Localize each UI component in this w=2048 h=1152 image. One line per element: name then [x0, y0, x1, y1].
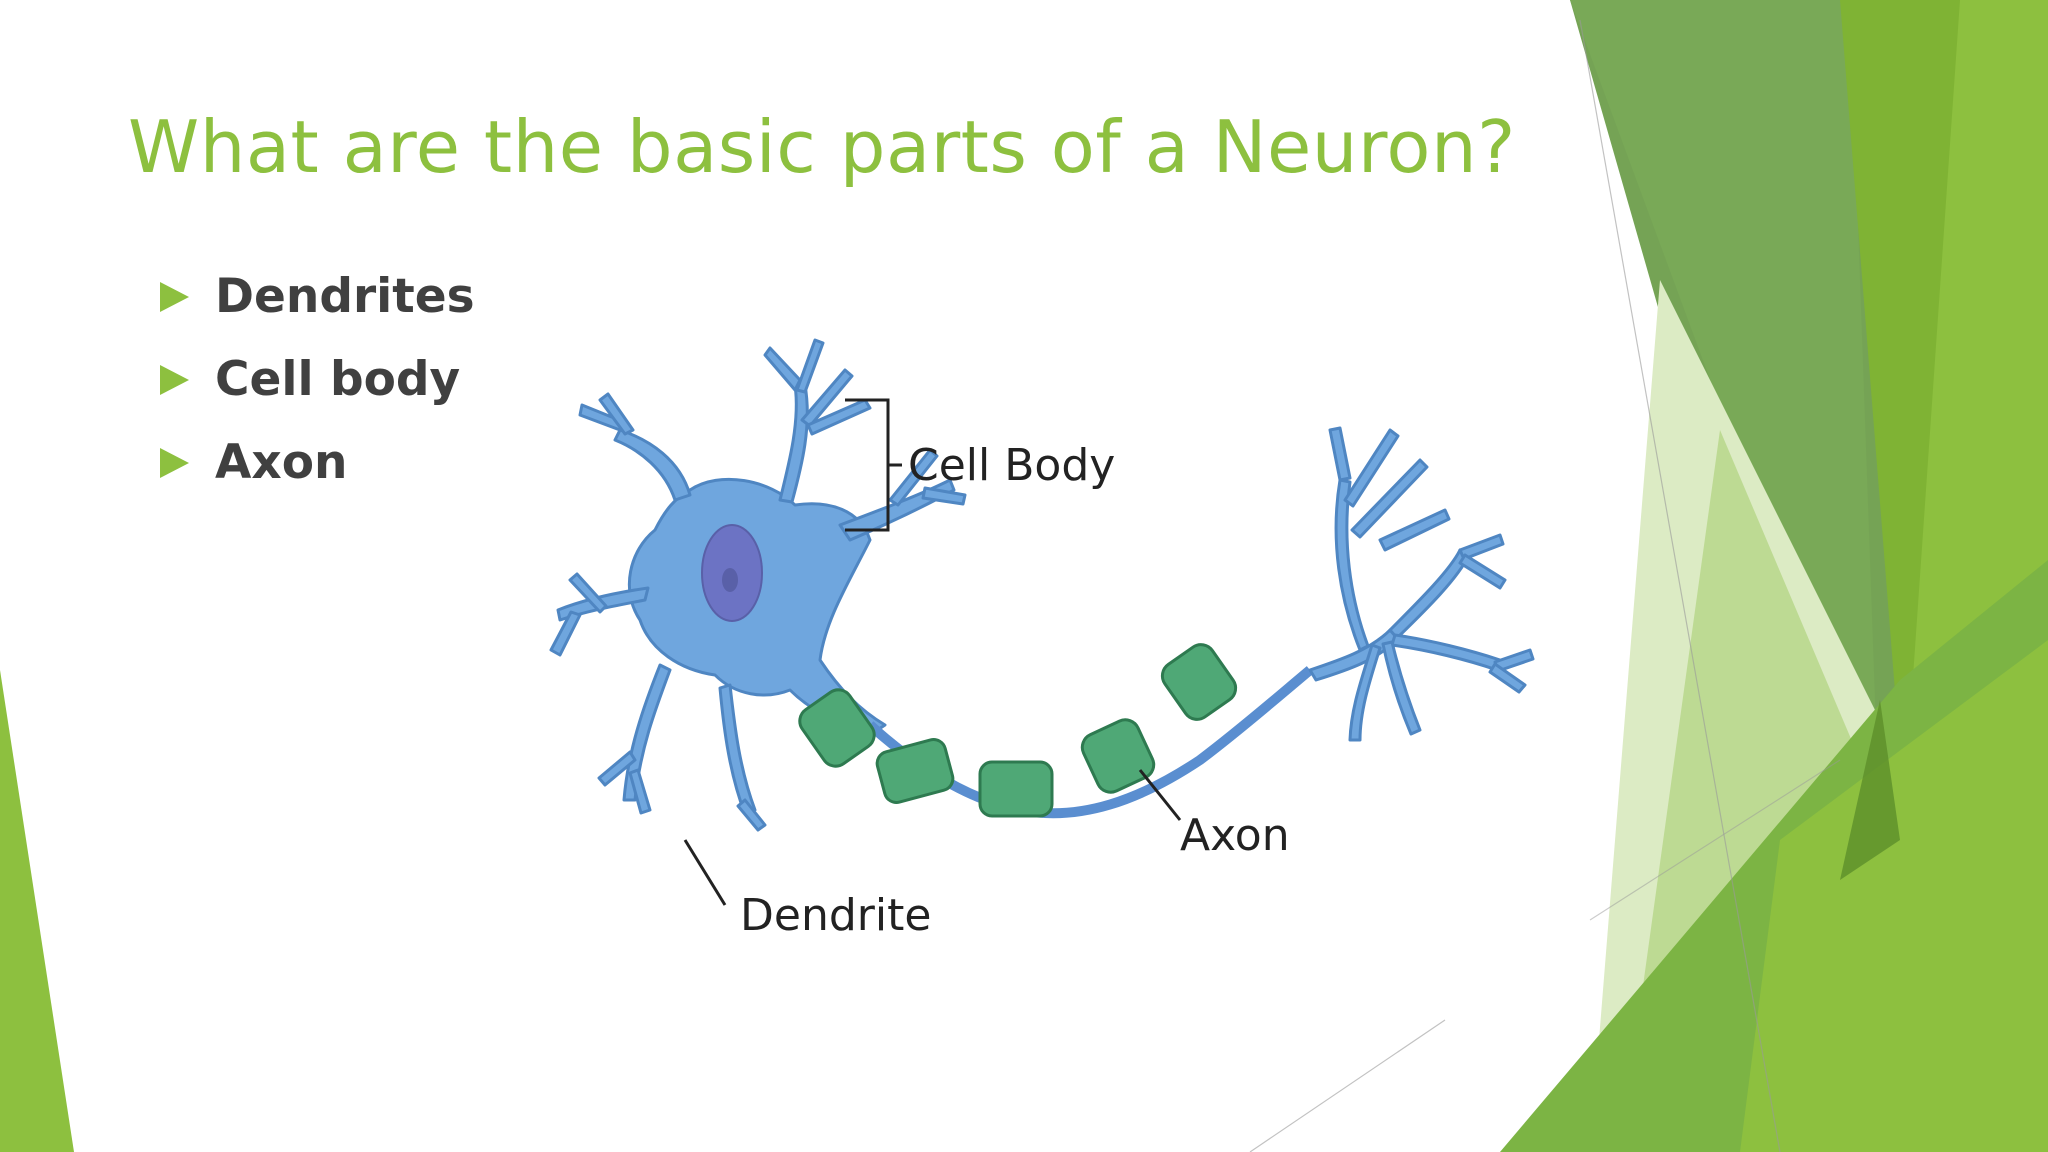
neuron-body: [549, 338, 1535, 832]
bullet-text: Axon: [215, 435, 348, 490]
triangle-bullet-icon: [160, 281, 189, 312]
bullet-list: Dendrites Cell body Axon: [160, 255, 475, 504]
neuron-diagram: Cell Body Axon Dendrite: [549, 338, 1535, 941]
bullet-item-cell-body: Cell body: [160, 338, 475, 421]
dendrite-label: Dendrite: [740, 890, 931, 941]
label-pointers: [683, 398, 1182, 906]
bullet-item-dendrites: Dendrites: [160, 255, 475, 338]
bullet-text: Cell body: [215, 352, 461, 407]
cell-body-label: Cell Body: [908, 440, 1115, 491]
triangle-bullet-icon: [160, 447, 189, 478]
slide-title: What are the basic parts of a Neuron?: [128, 105, 1516, 189]
triangle-bullet-icon: [160, 364, 189, 395]
myelin-sheaths: [798, 643, 1238, 818]
bullet-item-axon: Axon: [160, 421, 475, 504]
axon-label: Axon: [1180, 810, 1290, 861]
bullet-text: Dendrites: [215, 269, 475, 324]
